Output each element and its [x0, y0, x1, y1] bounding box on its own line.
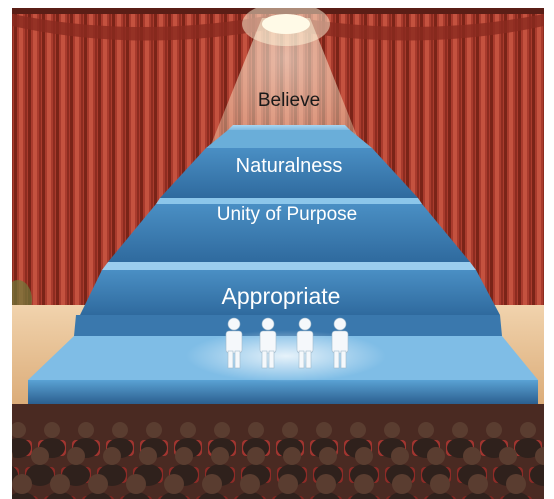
stage-platform-front [28, 380, 538, 404]
audience-head [247, 447, 265, 465]
audience-head [506, 474, 526, 494]
audience-head [283, 447, 301, 465]
audience-head [50, 474, 70, 494]
audience-head [499, 447, 517, 465]
tier-appropriate [80, 270, 500, 315]
audience-head [78, 422, 94, 438]
audience-head [202, 474, 222, 494]
audience-head [391, 447, 409, 465]
audience-member [122, 492, 150, 499]
audience-head [350, 422, 366, 438]
audience-head [427, 447, 445, 465]
audience-head [319, 447, 337, 465]
audience-member [388, 492, 416, 499]
audience-member [84, 492, 112, 499]
audience-head [282, 422, 298, 438]
audience-head [463, 447, 481, 465]
audience-head [214, 422, 230, 438]
audience-member [312, 492, 340, 499]
audience-head [392, 474, 412, 494]
person-icon [331, 317, 349, 369]
audience-member [8, 492, 36, 499]
tier-believe-top [228, 125, 350, 130]
audience-head [452, 422, 468, 438]
audience-head [180, 422, 196, 438]
audience-head [67, 447, 85, 465]
audience-head [12, 474, 32, 494]
audience-head [175, 447, 193, 465]
audience-member [426, 492, 454, 499]
audience-head [355, 447, 373, 465]
audience-head [211, 447, 229, 465]
audience-head [31, 447, 49, 465]
audience-member [160, 492, 188, 499]
audience-head [44, 422, 60, 438]
audience-member [236, 492, 264, 499]
tier-naturalness [160, 148, 418, 198]
tier-label-appropriate: Appropriate [221, 283, 341, 309]
audience-head [139, 447, 157, 465]
person-icon [225, 317, 243, 369]
audience-head [354, 474, 374, 494]
audience-head [520, 422, 536, 438]
audience-head [88, 474, 108, 494]
tier-label-unity-of-purpose: Unity of Purpose [216, 204, 358, 225]
audience-member [515, 438, 541, 458]
audience-member [502, 492, 530, 499]
audience-head [248, 422, 264, 438]
audience-head [164, 474, 184, 494]
audience-head [103, 447, 121, 465]
audience-member [464, 492, 492, 499]
audience-head [10, 422, 26, 438]
audience-head [316, 474, 336, 494]
tier-label-believe: Believe [257, 90, 321, 111]
audience-head [486, 422, 502, 438]
tier-label-naturalness: Naturalness [235, 155, 343, 177]
audience-member [274, 492, 302, 499]
audience-head [384, 422, 400, 438]
audience-member [198, 492, 226, 499]
audience-head [112, 422, 128, 438]
audience-member [26, 464, 54, 486]
tier-unity [108, 204, 470, 262]
audience-head [240, 474, 260, 494]
audience-head [418, 422, 434, 438]
audience-head [126, 474, 146, 494]
audience-member [46, 492, 74, 499]
audience-head [146, 422, 162, 438]
audience-head [316, 422, 332, 438]
person-icon [259, 317, 277, 369]
audience-member [350, 492, 378, 499]
person-icon [296, 317, 314, 369]
audience-head [278, 474, 298, 494]
audience-head [430, 474, 450, 494]
audience-head [468, 474, 488, 494]
